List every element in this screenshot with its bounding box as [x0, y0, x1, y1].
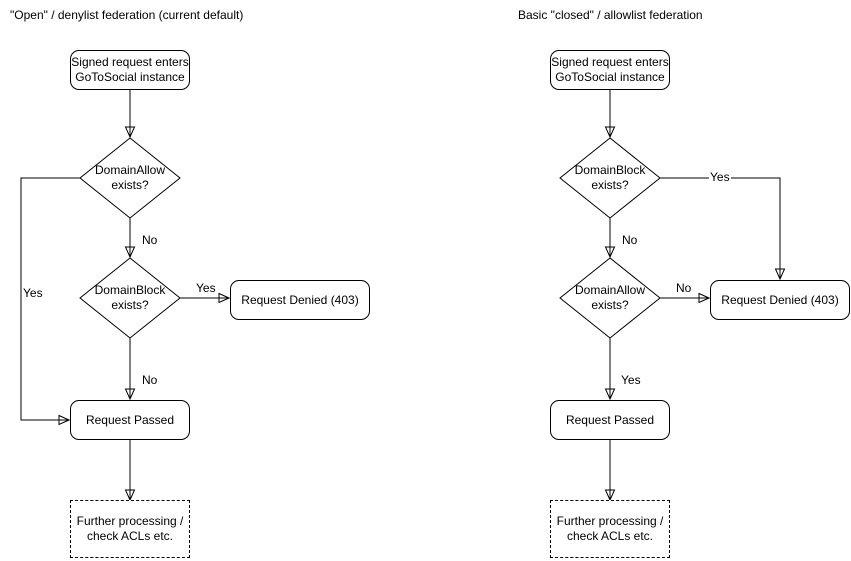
closed-decision1-yes-label: Yes: [709, 170, 731, 184]
open-diagram-title: "Open" / denylist federation (current de…: [10, 8, 244, 22]
open-decision2-yes-label: Yes: [195, 281, 217, 295]
closed-decision2-yes-label: Yes: [620, 373, 642, 387]
closed-diagram-title: Basic "closed" / allowlist federation: [518, 8, 703, 22]
closed-passed-node: Request Passed: [550, 400, 670, 440]
open-decision1-diamond: [79, 137, 181, 219]
closed-further-processing-node: Further processing / check ACLs etc.: [550, 500, 670, 558]
open-denied-node: Request Denied (403): [230, 280, 370, 320]
open-decision1-no-label: No: [141, 233, 159, 247]
open-decision2-no-label: No: [141, 373, 159, 387]
closed-start-node: Signed request enters GoToSocial instanc…: [550, 50, 670, 90]
open-decision2-diamond: [79, 257, 181, 339]
closed-denied-node: Request Denied (403): [710, 280, 850, 320]
open-passed-node: Request Passed: [70, 400, 190, 440]
open-start-node: Signed request enters GoToSocial instanc…: [70, 50, 190, 90]
closed-decision1-diamond: [559, 137, 661, 219]
open-decision1-yes-label: Yes: [22, 286, 44, 300]
open-connector-decision1-yes: [20, 177, 80, 420]
open-further-processing-node: Further processing / check ACLs etc.: [70, 500, 190, 558]
closed-decision2-no-label: No: [675, 281, 693, 295]
closed-decision2-diamond: [559, 257, 661, 339]
closed-connector-decision1-yes: [660, 177, 780, 279]
closed-decision1-no-label: No: [621, 233, 639, 247]
